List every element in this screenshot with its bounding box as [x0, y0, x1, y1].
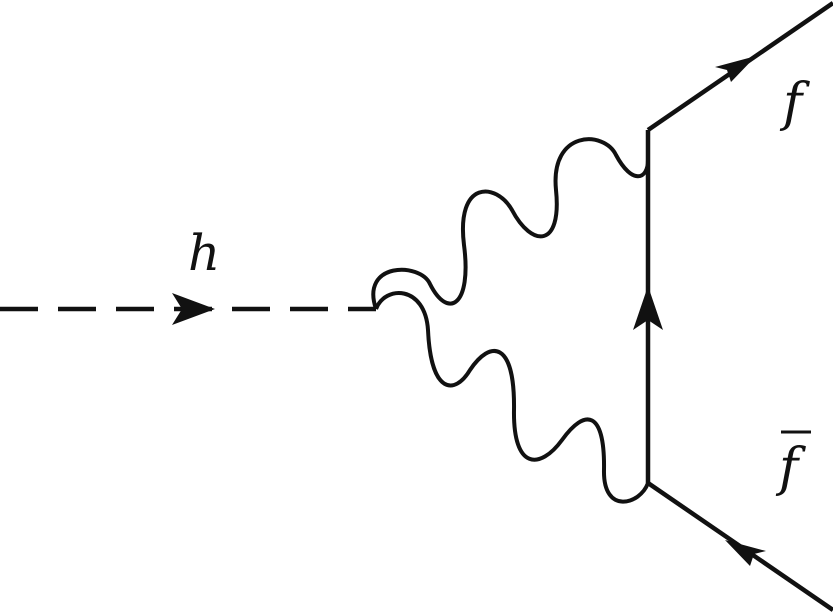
higgs-arrow-icon: [172, 293, 215, 325]
fermion-arrow-icon: [715, 56, 756, 82]
higgs-label: h: [188, 224, 220, 282]
antifermion-label: f: [775, 430, 811, 498]
internal-fermion-arrow-icon: [633, 286, 663, 330]
higgs-propagator: [0, 293, 376, 325]
fermion-label: f: [779, 73, 810, 133]
antifermion-arrow-icon: [725, 540, 766, 566]
upper-boson-propagator: [371, 137, 650, 310]
internal-fermion-propagator: [633, 130, 663, 483]
outgoing-antifermion: [646, 481, 833, 612]
lower-boson-propagator: [374, 291, 650, 504]
outgoing-fermion: [646, 1, 833, 132]
antifermion-letter: f: [775, 438, 806, 498]
